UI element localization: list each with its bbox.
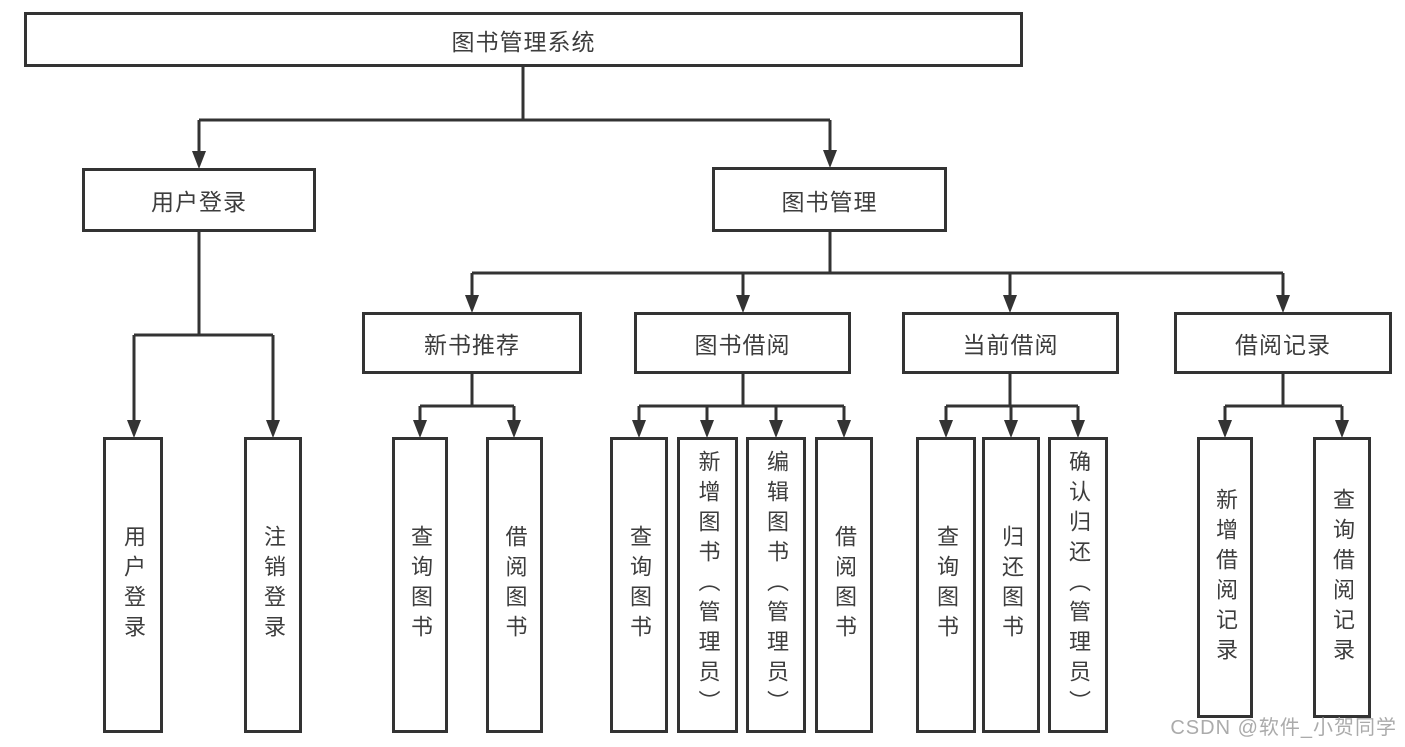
leaf-borrow-query-books-label: 查询图书 (627, 525, 652, 645)
csdn-watermark: CSDN @软件_小贺同学 (1170, 717, 1397, 739)
leaf-borrow-query-books: 查询图书 (610, 437, 668, 733)
leaf-user-login: 用户登录 (103, 437, 163, 733)
leaf-borrow-edit-books-admin: 编辑图书（管理员） (746, 437, 806, 733)
leaf-borrow-lend-books: 借阅图书 (815, 437, 873, 733)
leaf-recommend-borrow-books: 借阅图书 (486, 437, 543, 733)
leaf-current-return-books-label: 归还图书 (999, 525, 1024, 645)
leaf-current-confirm-return-admin: 确认归还（管理员） (1048, 437, 1108, 733)
leaf-current-confirm-return-admin-label: 确认归还（管理员） (1066, 450, 1091, 720)
node-book-borrow: 图书借阅 (634, 312, 851, 374)
leaf-borrow-lend-books-label: 借阅图书 (832, 525, 857, 645)
leaf-records-add-record-label: 新增借阅记录 (1213, 487, 1238, 668)
node-book-borrow-label: 图书借阅 (694, 332, 791, 358)
node-book-management: 图书管理 (712, 167, 947, 232)
leaf-records-query-record: 查询借阅记录 (1313, 437, 1371, 718)
node-book-management-label: 图书管理 (781, 188, 878, 215)
leaf-records-add-record: 新增借阅记录 (1197, 437, 1253, 718)
leaf-recommend-query-books: 查询图书 (392, 437, 448, 733)
leaf-recommend-borrow-books-label: 借阅图书 (502, 525, 528, 645)
leaf-logout-label: 注销登录 (261, 525, 286, 645)
leaf-borrow-add-books-admin: 新增图书（管理员） (677, 437, 738, 733)
node-user-login-label: 用户登录 (151, 189, 247, 215)
leaf-borrow-add-books-admin-label: 新增图书（管理员） (695, 450, 721, 720)
node-current-borrow: 当前借阅 (902, 312, 1119, 374)
leaf-recommend-query-books-label: 查询图书 (408, 525, 433, 645)
node-root-label: 图书管理系统 (451, 28, 596, 55)
leaf-current-query-books: 查询图书 (916, 437, 976, 733)
leaf-borrow-edit-books-admin-label: 编辑图书（管理员） (764, 450, 789, 720)
node-current-borrow-label: 当前借阅 (962, 332, 1059, 358)
leaf-current-query-books-label: 查询图书 (934, 525, 959, 645)
leaf-current-return-books: 归还图书 (982, 437, 1040, 733)
leaf-logout: 注销登录 (244, 437, 302, 733)
leaf-records-query-record-label: 查询借阅记录 (1330, 487, 1355, 668)
node-root: 图书管理系统 (24, 12, 1023, 67)
node-borrow-records-label: 借阅记录 (1235, 332, 1331, 358)
node-user-login: 用户登录 (82, 168, 316, 232)
node-new-book-recommend-label: 新书推荐 (424, 332, 520, 358)
node-new-book-recommend: 新书推荐 (362, 312, 582, 374)
leaf-user-login-label: 用户登录 (121, 525, 146, 645)
node-borrow-records: 借阅记录 (1174, 312, 1392, 374)
